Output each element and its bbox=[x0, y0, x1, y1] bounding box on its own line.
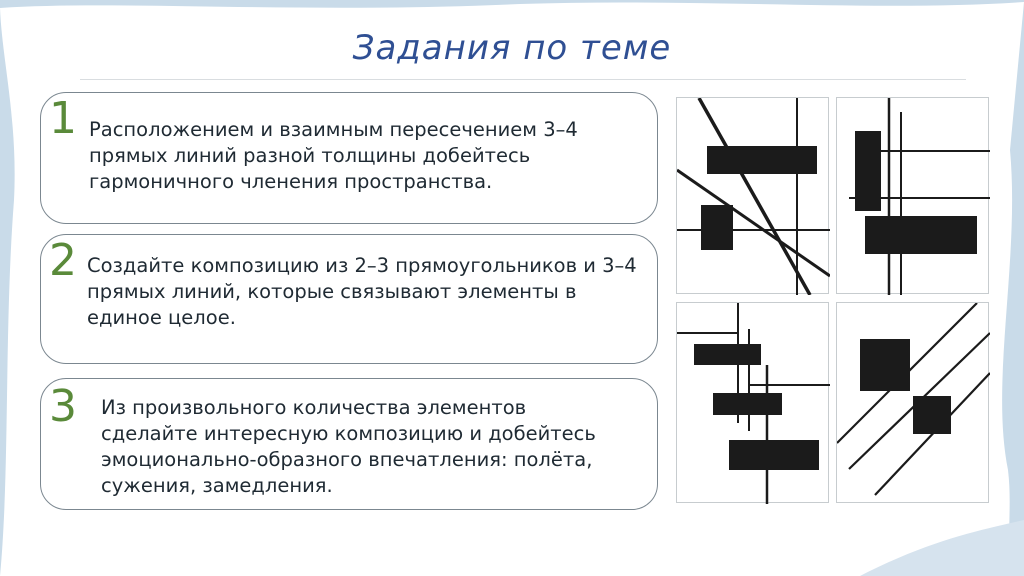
task-card-1: 1 Расположением и взаимным пересечением … bbox=[40, 92, 658, 224]
task-card-2: 2 Создайте композицию из 2–3 прямоугольн… bbox=[40, 234, 658, 364]
task-text-2: Создайте композицию из 2–3 прямоугольник… bbox=[87, 254, 637, 329]
composition-lines-example bbox=[676, 97, 830, 295]
composition-2-drawing bbox=[849, 98, 990, 295]
title-divider bbox=[80, 79, 966, 80]
task-text-1: Расположением и взаимным пересечением 3–… bbox=[89, 118, 578, 193]
task-number-2: 2 bbox=[49, 235, 77, 286]
composition-free-example-1 bbox=[676, 302, 830, 504]
composition-1-drawing bbox=[677, 98, 830, 295]
composition-rectangles-example bbox=[836, 97, 990, 295]
composition-4-drawing bbox=[837, 303, 990, 496]
composition-free-example-2 bbox=[836, 302, 990, 503]
task-number-1: 1 bbox=[49, 93, 77, 144]
composition-3-drawing bbox=[677, 303, 830, 504]
task-text-3: Из произвольного количества элементов сд… bbox=[101, 396, 596, 497]
task-card-3: 3 Из произвольного количества элементов … bbox=[40, 378, 658, 510]
task-number-3: 3 bbox=[49, 381, 77, 432]
slide-title: Задания по теме bbox=[352, 28, 672, 68]
